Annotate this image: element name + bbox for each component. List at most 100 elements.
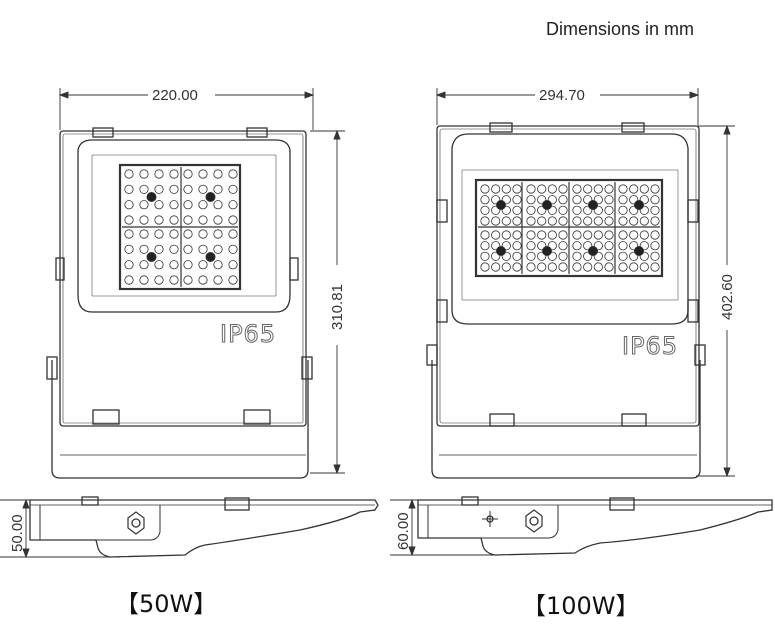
- led-lens: [583, 241, 593, 251]
- led-lens: [604, 216, 614, 226]
- led-lens: [618, 241, 628, 251]
- led-lens: [604, 262, 614, 272]
- led-lens: [198, 169, 208, 179]
- led-lens: [124, 275, 134, 285]
- led-lens: [491, 230, 501, 240]
- led-lens: [650, 251, 660, 261]
- led-lens: [491, 205, 501, 215]
- led-center-dot: [146, 252, 157, 262]
- led-cluster-100w: [480, 184, 660, 272]
- led-lens: [183, 229, 193, 239]
- led-center-dot: [146, 192, 157, 202]
- led-lens: [198, 200, 208, 210]
- units-note: Dimensions in mm: [546, 19, 694, 39]
- led-lens: [124, 229, 134, 239]
- led-center-dot: [588, 200, 598, 210]
- led-lens: [228, 169, 238, 179]
- led-lens: [526, 241, 536, 251]
- led-module-100w: [474, 178, 664, 278]
- led-lens: [547, 262, 557, 272]
- width-dimension-50w: [58, 88, 315, 130]
- led-lens: [501, 241, 511, 251]
- led-lens: [512, 262, 522, 272]
- led-lens: [228, 244, 238, 254]
- led-lens: [154, 200, 164, 210]
- led-lens: [572, 205, 582, 215]
- led-lens: [547, 205, 557, 215]
- led-lens: [213, 184, 223, 194]
- led-lens: [183, 200, 193, 210]
- led-lens: [124, 260, 134, 270]
- led-lens: [547, 195, 557, 205]
- led-lens: [572, 262, 582, 272]
- led-lens: [480, 195, 490, 205]
- led-lens: [512, 230, 522, 240]
- led-center-dot: [542, 246, 552, 256]
- led-lens: [558, 195, 568, 205]
- led-lens: [480, 251, 490, 261]
- led-lens: [629, 216, 639, 226]
- ip-rating-100w: IP65: [622, 332, 678, 360]
- led-lens: [593, 262, 603, 272]
- led-lens: [139, 184, 149, 194]
- mounting-bracket-50w: [51, 360, 309, 479]
- width-dimension-100w: [435, 88, 700, 125]
- led-lens: [604, 195, 614, 205]
- led-lens: [154, 169, 164, 179]
- led-lens: [183, 244, 193, 254]
- led-lens: [526, 251, 536, 261]
- led-lens: [154, 244, 164, 254]
- height-value-100w: 402.60: [719, 274, 736, 320]
- led-lens: [501, 195, 511, 205]
- led-lens: [537, 195, 547, 205]
- led-lens: [491, 241, 501, 251]
- led-lens: [604, 205, 614, 215]
- led-lens: [526, 216, 536, 226]
- led-lens: [139, 200, 149, 210]
- led-lens: [618, 262, 628, 272]
- front-view-50w: IP65: [46, 88, 345, 479]
- led-lens: [639, 184, 649, 194]
- led-lens: [213, 244, 223, 254]
- led-lens: [572, 251, 582, 261]
- led-lens: [228, 184, 238, 194]
- led-lens: [537, 216, 547, 226]
- led-lens: [139, 275, 149, 285]
- led-lens: [629, 230, 639, 240]
- led-lens: [526, 195, 536, 205]
- led-center-dot: [205, 252, 216, 262]
- led-lens: [604, 241, 614, 251]
- height-dimension-100w: [696, 124, 735, 478]
- led-lens: [512, 251, 522, 261]
- depth-dimension-100w: [390, 498, 500, 557]
- led-lens: [491, 262, 501, 272]
- led-lens: [583, 230, 593, 240]
- side-view-50w: [0, 496, 379, 559]
- led-lens: [213, 229, 223, 239]
- led-lens: [183, 215, 193, 225]
- led-lens: [650, 262, 660, 272]
- led-lens: [169, 275, 179, 285]
- led-lens: [547, 251, 557, 261]
- led-lens: [650, 216, 660, 226]
- led-lens: [491, 184, 501, 194]
- led-lens: [501, 205, 511, 215]
- led-lens: [639, 241, 649, 251]
- width-value-100w: 294.70: [539, 87, 585, 104]
- led-lens: [629, 262, 639, 272]
- led-lens: [639, 195, 649, 205]
- led-lens: [526, 184, 536, 194]
- led-lens: [650, 184, 660, 194]
- led-center-dot: [588, 246, 598, 256]
- led-lens: [558, 184, 568, 194]
- led-lens: [593, 251, 603, 261]
- led-lens: [139, 244, 149, 254]
- led-lens: [593, 241, 603, 251]
- led-lens: [572, 216, 582, 226]
- led-lens: [547, 241, 557, 251]
- housing-outline-50w: [59, 130, 307, 427]
- led-center-dot: [496, 246, 506, 256]
- led-lens: [618, 195, 628, 205]
- height-dimension-50w: [310, 129, 345, 475]
